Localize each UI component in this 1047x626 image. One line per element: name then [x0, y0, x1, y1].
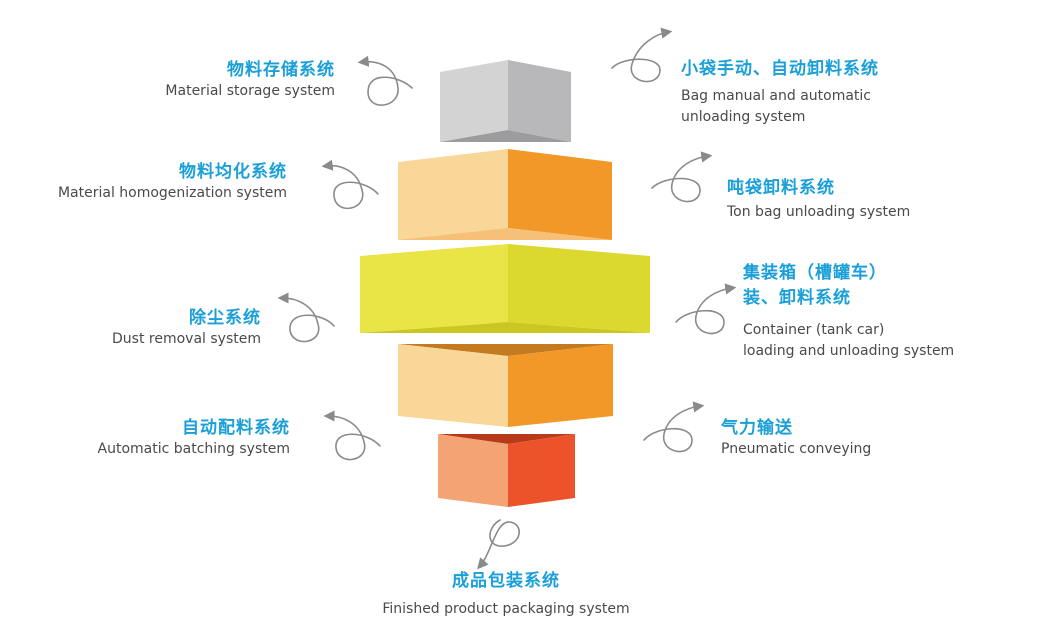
arrow-homog-icon — [321, 159, 379, 210]
tier-red-block — [438, 434, 575, 507]
label-pneumatic-cn: 气力输送 — [721, 418, 793, 438]
label-homog-cn: 物料均化系统 — [179, 162, 287, 182]
arrow-batching-icon — [323, 410, 381, 461]
tier-red-right-face — [508, 434, 575, 507]
label-dust-removal: 除尘系统 Dust removal system — [112, 308, 261, 350]
label-bag-en1: Bag manual and automatic — [681, 88, 871, 104]
arrow-container-icon — [675, 283, 737, 335]
tier-yellow-right-face — [508, 244, 650, 333]
arrow-storage-icon — [357, 55, 413, 106]
arrow-packaging-icon — [477, 519, 520, 570]
label-container-cn1: 集装箱（槽罐车） — [743, 263, 887, 283]
tier-orange-block-upper — [398, 149, 612, 240]
label-automatic-batching: 自动配料系统 Automatic batching system — [98, 418, 291, 460]
label-container-en2: loading and unloading system — [743, 343, 955, 359]
label-bag-unloading: 小袋手动、自动卸料系统 Bag manual and automatic unl… — [681, 59, 879, 128]
label-bag-cn: 小袋手动、自动卸料系统 — [681, 59, 879, 79]
label-packaging: 成品包装系统 Finished product packaging system — [380, 571, 632, 620]
label-packaging-cn: 成品包装系统 — [452, 571, 560, 591]
label-container: 集装箱（槽罐车） 装、卸料系统 Container (tank car) loa… — [743, 261, 954, 362]
label-packaging-en: Finished product packaging system — [382, 601, 630, 617]
label-ton-cn: 吨袋卸料系统 — [727, 178, 835, 198]
tier-orange-lower-left-face — [398, 344, 508, 427]
tier-gray-right-face — [508, 60, 571, 142]
label-bag-en2: unloading system — [681, 109, 806, 125]
arrow-dust-icon — [277, 292, 335, 343]
arrow-bag-icon — [611, 27, 673, 83]
label-batching-en: Automatic batching system — [97, 441, 291, 457]
label-ton-en: Ton bag unloading system — [727, 204, 911, 220]
tier-yellow-block — [360, 244, 650, 333]
label-container-en1: Container (tank car) — [743, 322, 885, 338]
tier-orange-block-lower — [398, 344, 613, 427]
label-homog-en: Material homogenization system — [57, 185, 287, 201]
tier-orange-upper-left-face — [398, 149, 508, 240]
tier-gray-left-face — [440, 60, 508, 142]
tier-red-left-face — [438, 434, 508, 507]
label-material-storage: 物料存储系统 Material storage system — [165, 60, 335, 102]
tier-orange-lower-right-face — [508, 344, 613, 427]
label-storage-en: Material storage system — [165, 83, 335, 99]
label-container-cn2: 装、卸料系统 — [743, 288, 851, 308]
tier-yellow-left-face — [360, 244, 508, 333]
tier-gray-block — [440, 60, 571, 142]
label-batching-cn: 自动配料系统 — [182, 418, 290, 438]
arrow-pneumatic-icon — [643, 401, 705, 453]
label-storage-cn: 物料存储系统 — [227, 60, 335, 80]
label-material-homogenization: 物料均化系统 Material homogenization system — [58, 162, 287, 204]
label-ton-bag: 吨袋卸料系统 Ton bag unloading system — [727, 178, 910, 223]
arrow-ton-icon — [651, 151, 713, 203]
label-pneumatic-en: Pneumatic conveying — [721, 441, 872, 457]
label-pneumatic: 气力输送 Pneumatic conveying — [721, 418, 871, 460]
tier-orange-upper-right-face — [508, 149, 612, 240]
label-dust-cn: 除尘系统 — [189, 308, 261, 328]
label-dust-en: Dust removal system — [112, 331, 261, 347]
